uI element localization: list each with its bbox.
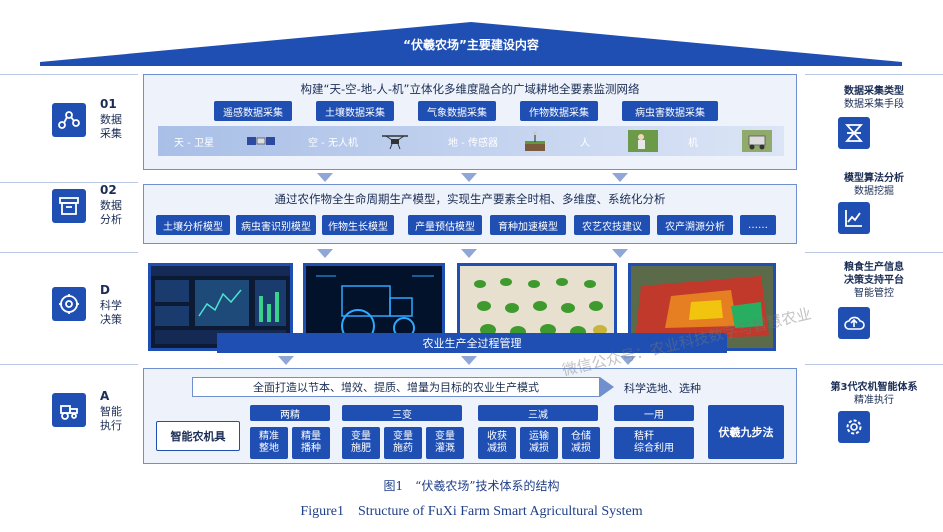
- farmer-photo: [628, 130, 658, 152]
- right-subtitle: 数据采集手段: [844, 99, 904, 110]
- chip-growth-model: 作物生长模型: [322, 215, 394, 235]
- layer-satellite-label: 天 - 卫星: [174, 138, 214, 149]
- left-label: 数据采集: [100, 113, 122, 140]
- chip-soil: 土壤数据采集: [316, 101, 394, 121]
- chip-more: ……: [740, 215, 776, 235]
- line-chart-icon: [838, 202, 870, 234]
- right-title: 模型算法分析: [844, 173, 904, 184]
- chip-crop: 作物数据采集: [520, 101, 598, 121]
- item-variable-fertilizer: 变量 施肥: [342, 427, 380, 459]
- left-num: D: [100, 283, 110, 297]
- group-header: 三减: [478, 405, 598, 421]
- right-title-2: 决策支持平台: [844, 275, 904, 286]
- item-variable-pesticide: 变量 施药: [384, 427, 422, 459]
- left-label: 数据分析: [100, 199, 122, 226]
- right-item-decision: 粮食生产信息 决策支持平台 智能管控: [805, 252, 943, 364]
- arrow-down: [317, 249, 333, 258]
- arrow-down: [612, 173, 628, 182]
- satellite-icon: [247, 137, 275, 145]
- group-header: 三变: [342, 405, 462, 421]
- nine-steps-box: 伏羲九步法: [708, 405, 784, 459]
- execute-side-text: 科学选地、选种: [624, 382, 701, 395]
- chip-weather: 气象数据采集: [418, 101, 496, 121]
- layer-drone-label: 空 - 无人机: [308, 138, 358, 149]
- left-item-decision: D 科学决策: [0, 252, 138, 364]
- chip-pest: 病虫害数据采集: [622, 101, 718, 121]
- network-nodes-icon: [52, 103, 86, 137]
- chip-soil-model: 土壤分析模型: [156, 215, 230, 235]
- right-subtitle: 精准执行: [854, 395, 894, 406]
- banner-shape: [40, 22, 902, 66]
- arrow-down: [461, 173, 477, 182]
- execute-title: 全面打造以节本、增效、提质、增量为目标的农业生产模式: [253, 381, 539, 394]
- sensor-icon: [525, 131, 545, 151]
- caption-en: Figure1 Structure of FuXi Farm Smart Agr…: [300, 504, 643, 519]
- arrow-down: [461, 249, 477, 258]
- collect-panel: 构建“天-空-地-人-机”立体化多维度融合的广域耕地全要素监测网络 遥感数据采集…: [143, 74, 797, 170]
- brain-gear-icon: [52, 287, 86, 321]
- banner-title: “伏羲农场”主要建设内容: [403, 38, 539, 52]
- chip-pest-model: 病虫害识别模型: [236, 215, 316, 235]
- left-label: 科学决策: [100, 299, 122, 326]
- item-precise-seeding: 精量 播种: [292, 427, 330, 459]
- analysis-panel: 通过农作物全生命周期生产模型，实现生产要素全时相、多维度、系统化分析 土壤分析模…: [143, 184, 797, 244]
- left-num: 02: [100, 183, 117, 197]
- top-banner: “伏羲农场”主要建设内容: [40, 22, 902, 66]
- item-straw-use: 秸秆 综合利用: [614, 427, 694, 459]
- archive-box-icon: [52, 189, 86, 223]
- management-bar: 农业生产全过程管理: [217, 333, 727, 353]
- item-precise-tillage: 精准 整地: [250, 427, 288, 459]
- right-subtitle: 数据挖掘: [854, 186, 894, 197]
- execute-goal-box: 全面打造以节本、增效、提质、增量为目标的农业生产模式: [192, 377, 600, 397]
- left-num: 01: [100, 97, 117, 111]
- chip-yield-model: 产量预估模型: [408, 215, 482, 235]
- drone-icon: [382, 135, 408, 150]
- right-item-execute: 第3代农机智能体系 精准执行: [805, 364, 943, 462]
- arrow-down: [620, 356, 636, 365]
- right-item-analysis: 模型算法分析 数据挖掘: [805, 173, 943, 252]
- item-variable-irrigation: 变量 灌溉: [426, 427, 464, 459]
- right-title: 第3代农机智能体系: [830, 382, 918, 393]
- layer-human-label: 人: [580, 138, 590, 149]
- left-item-analysis: 02 数据分析: [0, 182, 138, 252]
- arrow-down: [461, 356, 477, 365]
- left-item-collect: 01 数据采集: [0, 74, 138, 182]
- item-storage-loss: 仓储 减损: [562, 427, 600, 459]
- tractor-icon: [52, 393, 86, 427]
- layer-bar: 天 - 卫星 空 - 无人机 地 - 传感器 人 机: [158, 126, 784, 156]
- arrow-down: [278, 356, 294, 365]
- layer-sensor-label: 地 - 传感器: [448, 138, 498, 149]
- right-title: 数据采集类型: [844, 86, 904, 97]
- right-subtitle: 智能管控: [854, 288, 894, 299]
- left-num: A: [100, 389, 110, 403]
- right-title: 粮食生产信息: [844, 262, 904, 273]
- caption-cn: 图1 “伏羲农场”技术体系的结构: [383, 479, 560, 493]
- arrow-down: [612, 249, 628, 258]
- layer-machine-label: 机: [688, 138, 698, 149]
- goal-arrow: [600, 377, 614, 397]
- left-label: 智能执行: [100, 405, 122, 432]
- right-item-collect: 数据采集类型 数据采集手段: [805, 74, 943, 182]
- group-header: 两精: [250, 405, 330, 421]
- group-header: 一用: [614, 405, 694, 421]
- chip-remote-sensing: 遥感数据采集: [214, 101, 292, 121]
- execute-panel: 全面打造以节本、增效、提质、增量为目标的农业生产模式 科学选地、选种 智能农机具…: [143, 368, 797, 464]
- chip-breeding-model: 育种加速模型: [490, 215, 566, 235]
- arrow-down: [317, 173, 333, 182]
- item-transport-loss: 运输 减损: [520, 427, 558, 459]
- chip-agronomy-advice: 农艺农技建议: [574, 215, 650, 235]
- gear-icon: [838, 411, 870, 443]
- cloud-upload-icon: [838, 307, 870, 339]
- analysis-title: 通过农作物全生命周期生产模型，实现生产要素全时相、多维度、系统化分析: [274, 192, 666, 206]
- machine-label: 智能农机具: [156, 421, 240, 451]
- robot-icon: [742, 130, 772, 152]
- collect-title: 构建“天-空-地-人-机”立体化多维度融合的广域耕地全要素监测网络: [300, 82, 640, 96]
- item-harvest-loss: 收获 减损: [478, 427, 516, 459]
- chip-traceability: 农产溯源分析: [657, 215, 733, 235]
- layers-icon: [838, 117, 870, 149]
- left-item-execute: A 智能执行: [0, 364, 138, 462]
